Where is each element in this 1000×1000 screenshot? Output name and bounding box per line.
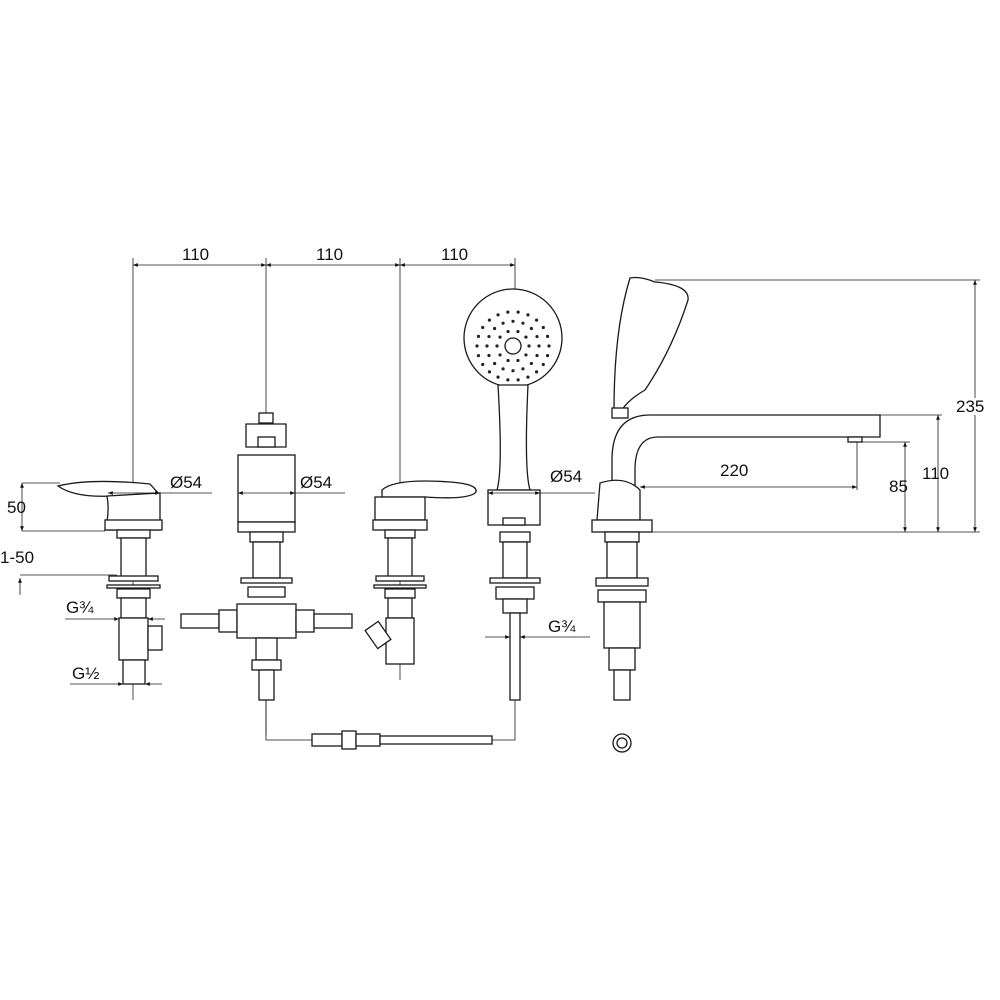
spray-nozzle xyxy=(521,367,525,371)
spray-nozzle xyxy=(487,370,492,374)
spray-nozzle xyxy=(516,358,520,363)
spray-nozzle xyxy=(529,326,533,331)
hand-shower-stand xyxy=(463,288,595,701)
spray-nozzles xyxy=(475,310,551,382)
diverter xyxy=(180,412,353,701)
spray-nozzle xyxy=(487,353,491,358)
diameter-label-diverter: Ø54 xyxy=(300,473,333,492)
spout-outlet-height-label: 85 xyxy=(889,477,908,496)
spray-nozzle xyxy=(537,344,541,348)
spacing-label-3: 110 xyxy=(441,245,469,264)
diameter-label-left-mixer: Ø54 xyxy=(170,473,203,492)
bath-spout xyxy=(591,276,980,753)
thread-label-g12-left: G½ xyxy=(72,664,100,683)
spacing-label-2: 110 xyxy=(316,245,344,264)
spray-nozzle xyxy=(521,321,525,325)
spray-nozzle xyxy=(487,334,491,339)
spacing-label-1: 110 xyxy=(182,245,210,264)
spray-nozzle xyxy=(516,378,520,382)
spray-nozzle xyxy=(526,313,530,317)
spray-nozzle xyxy=(535,334,539,339)
spray-nozzle xyxy=(498,353,502,357)
spray-nozzle xyxy=(475,344,479,348)
thread-label-g34-left: G¾ xyxy=(66,598,94,617)
spray-nozzle xyxy=(545,354,550,358)
spray-nozzle xyxy=(506,358,510,363)
right-mixer xyxy=(364,480,477,665)
spray-nozzle xyxy=(524,335,528,339)
spray-nozzle xyxy=(481,362,485,367)
spray-nozzle xyxy=(493,361,497,366)
spray-nozzle xyxy=(481,325,485,330)
overall-height-label: 235 xyxy=(956,397,985,416)
spray-nozzle xyxy=(541,362,545,367)
spray-nozzle xyxy=(496,313,500,317)
thread-label-g34-shower: G¾ xyxy=(548,617,576,636)
spray-nozzle xyxy=(506,378,510,382)
spray-nozzle xyxy=(495,344,499,348)
spray-nozzle xyxy=(496,375,500,379)
spray-nozzle xyxy=(516,329,520,334)
spray-nozzle xyxy=(493,326,497,331)
spray-nozzle xyxy=(476,334,481,338)
spray-nozzle xyxy=(506,310,510,314)
spray-nozzle xyxy=(498,335,502,339)
spray-nozzle xyxy=(524,353,528,357)
spray-nozzle xyxy=(516,310,520,314)
spray-nozzle xyxy=(529,361,533,366)
left-mixer xyxy=(18,480,212,686)
spray-nozzle xyxy=(511,369,515,373)
deck-thickness-label: 1-50 xyxy=(0,548,35,567)
spray-nozzle xyxy=(526,375,530,379)
spout-reach-label: 220 xyxy=(720,461,749,480)
spray-nozzle xyxy=(527,344,531,348)
hose xyxy=(265,700,516,750)
spray-nozzle xyxy=(501,321,505,325)
spray-nozzle xyxy=(534,318,539,322)
spray-nozzle xyxy=(545,334,550,338)
diameter-label-shower: Ø54 xyxy=(550,467,583,486)
spray-nozzle xyxy=(476,354,481,358)
spout-height-label: 110 xyxy=(922,464,950,483)
spray-nozzle xyxy=(547,344,551,348)
spray-nozzle xyxy=(541,325,545,330)
spray-nozzle xyxy=(535,353,539,358)
spray-nozzle xyxy=(487,318,492,322)
spray-nozzle xyxy=(485,344,489,348)
spray-nozzle xyxy=(501,367,505,371)
spray-nozzle xyxy=(511,319,515,323)
spray-nozzle xyxy=(506,329,510,334)
handle-height-label: 50 xyxy=(7,498,26,517)
spray-nozzle xyxy=(534,370,539,374)
